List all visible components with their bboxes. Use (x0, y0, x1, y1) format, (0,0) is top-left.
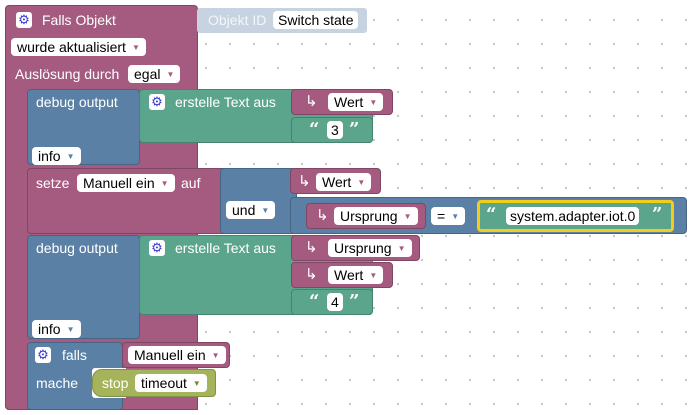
stop-label: stop (102, 375, 129, 391)
gear-icon[interactable]: ⚙ (16, 12, 32, 28)
do-label: mache (36, 375, 79, 391)
condition-variable-dropdown[interactable]: Manuell ein▼ (128, 346, 226, 364)
variable-arrow-icon: ↳ (305, 239, 318, 256)
trigger-dropdown[interactable]: egal▼ (128, 65, 181, 83)
debug-level-dropdown-1[interactable]: info▼ (32, 147, 81, 165)
object-id-value[interactable]: Switch state (273, 11, 359, 29)
create-text-label: erstelle Text aus (175, 240, 276, 256)
debug-output-label: debug output (36, 240, 118, 256)
dropdown-arrow-icon: ▼ (403, 212, 412, 221)
create-text-label: erstelle Text aus (175, 94, 276, 110)
variable-dropdown-wert[interactable]: Wert▼ (328, 93, 384, 111)
quote-icon: ” (349, 119, 360, 140)
dropdown-arrow-icon: ▼ (357, 178, 366, 187)
stop-option-dropdown[interactable]: timeout▼ (135, 374, 207, 392)
gear-icon[interactable]: ⚙ (149, 94, 165, 110)
variable-dropdown-wert[interactable]: Wert▼ (316, 173, 372, 191)
quote-icon: ” (652, 204, 663, 225)
compare-operator-dropdown[interactable]: =▼ (431, 207, 466, 225)
variable-arrow-icon: ↳ (316, 207, 329, 224)
dropdown-arrow-icon: ▼ (211, 351, 220, 360)
gear-icon[interactable]: ⚙ (35, 347, 51, 363)
updated-dropdown[interactable]: wurde aktualisiert▼ (11, 38, 146, 56)
debug-output-label: debug output (36, 94, 118, 110)
logic-operator-dropdown[interactable]: und▼ (226, 201, 276, 219)
dropdown-arrow-icon: ▼ (160, 179, 169, 188)
debug-level-dropdown-2[interactable]: info▼ (32, 320, 81, 338)
set-variable-dropdown[interactable]: Manuell ein▼ (77, 174, 175, 192)
variable-dropdown-wert[interactable]: Wert▼ (328, 266, 384, 284)
dropdown-arrow-icon: ▼ (397, 244, 406, 253)
quote-icon: “ (486, 204, 497, 225)
quote-icon: “ (309, 119, 320, 140)
if-label: falls (62, 347, 87, 363)
string-value[interactable]: 3 (327, 121, 343, 139)
trigger-title: Falls Objekt (42, 12, 116, 28)
variable-dropdown-ursprung[interactable]: Ursprung▼ (328, 239, 412, 257)
object-id-label: Objekt ID (208, 12, 267, 28)
string-value[interactable]: 4 (327, 293, 343, 311)
dropdown-arrow-icon: ▼ (131, 43, 140, 52)
variable-arrow-icon: ↳ (305, 93, 318, 110)
dropdown-arrow-icon: ▼ (66, 325, 75, 334)
trigger-label: Auslösung durch (15, 66, 120, 82)
gear-icon[interactable]: ⚙ (149, 240, 165, 256)
dropdown-arrow-icon: ▼ (451, 212, 460, 221)
quote-icon: “ (309, 291, 320, 312)
dropdown-arrow-icon: ▼ (369, 98, 378, 107)
variable-dropdown-ursprung[interactable]: Ursprung▼ (334, 207, 418, 225)
set-label: setze (36, 175, 70, 191)
dropdown-arrow-icon: ▼ (66, 152, 75, 161)
variable-arrow-icon: ↳ (305, 266, 318, 283)
quote-icon: ” (349, 291, 360, 312)
to-label: auf (181, 175, 201, 191)
dropdown-arrow-icon: ▼ (369, 271, 378, 280)
variable-arrow-icon: ↳ (298, 173, 311, 190)
dropdown-arrow-icon: ▼ (192, 379, 201, 388)
dropdown-arrow-icon: ▼ (166, 70, 175, 79)
string-value[interactable]: system.adapter.iot.0 (506, 207, 640, 225)
dropdown-arrow-icon: ▼ (261, 206, 270, 215)
